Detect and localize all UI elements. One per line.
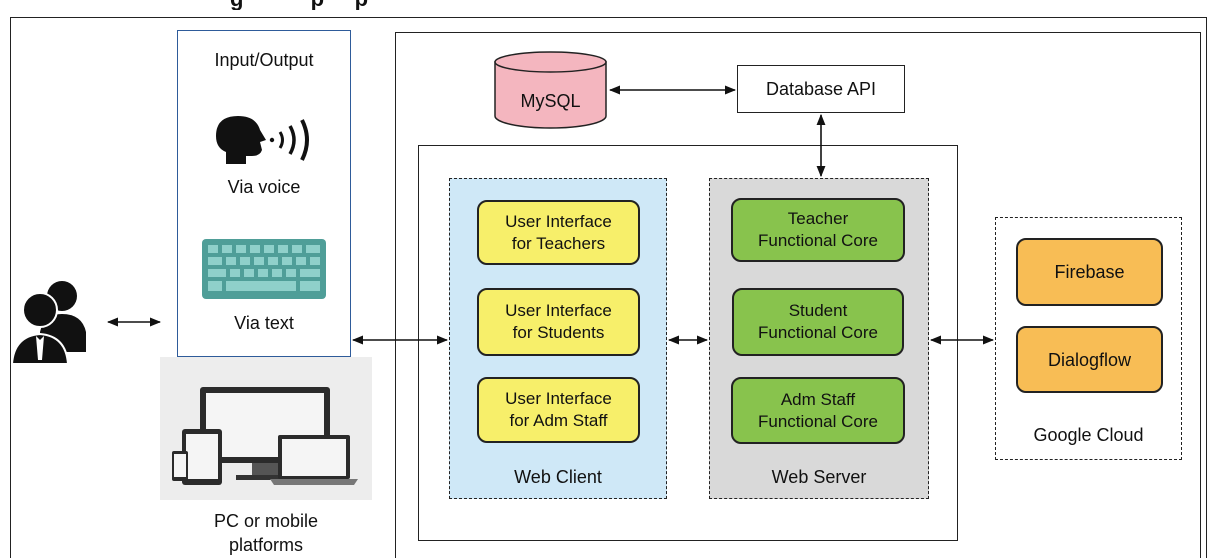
student-core-module: Student Functional Core [732,288,904,356]
devices-label: PC or mobile platforms [213,511,319,555]
ui-students-module: User Interface for Students [477,288,640,356]
ui-teachers-module: User Interface for Teachers [477,200,640,265]
dialogflow-service: Dialogflow [1016,326,1163,393]
speaking-head-icon [210,110,320,170]
text-label: Via text [234,313,294,333]
web-server-label: Web Server [771,467,867,487]
ui-adm-staff-module: User Interface for Adm Staff [477,377,640,443]
web-client-label: Web Client [514,467,602,487]
adm-staff-core-module: Adm Staff Functional Core [731,377,905,444]
keyboard-icon [202,239,326,299]
input-output-panel [177,30,351,357]
teacher-core-module: Teacher Functional Core [731,198,905,262]
mysql-database [493,50,608,130]
voice-label: Via voice [227,177,301,197]
google-cloud-label: Google Cloud [1033,425,1144,445]
firebase-service: Firebase [1016,238,1163,306]
users-icon [10,270,90,370]
database-api-box: Database API [737,65,905,113]
input-output-title: Input/Output [214,50,314,70]
outer-frame [10,17,1207,558]
mysql-label: MySQL [520,91,581,111]
system-frame [395,32,1201,558]
devices-picture [160,357,372,500]
header-fragment: g p p [230,0,930,10]
